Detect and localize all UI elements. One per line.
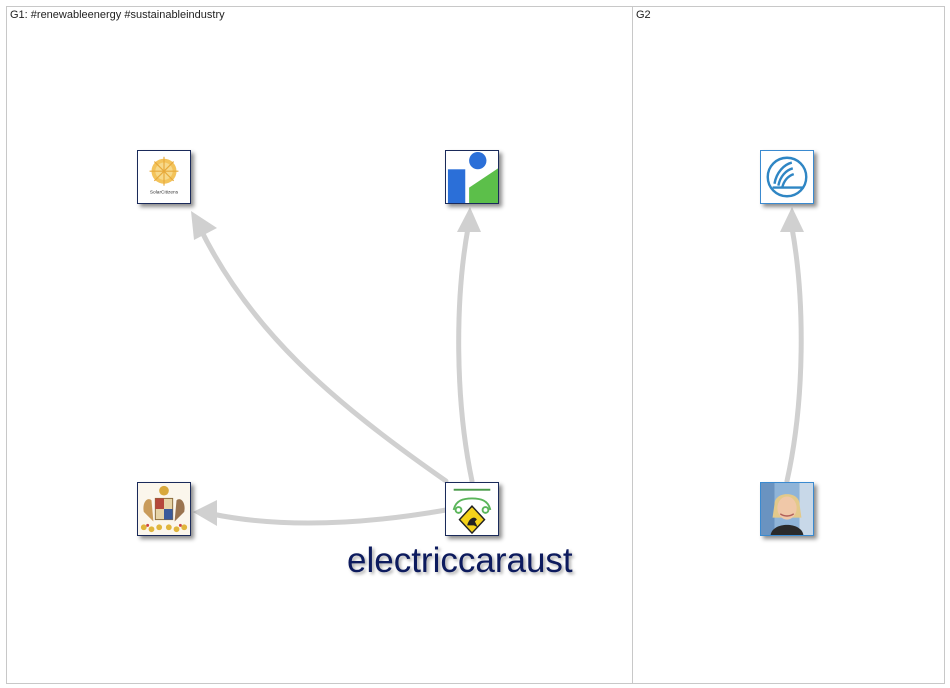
svg-text:SolarCitizens: SolarCitizens xyxy=(150,189,179,195)
node-australian-coat-of-arms[interactable] xyxy=(137,482,191,536)
node-solarcitizens[interactable]: SolarCitizens xyxy=(137,150,191,204)
node-person-photo[interactable] xyxy=(760,482,814,536)
arrowhead-industry xyxy=(457,207,481,232)
person-avatar-icon xyxy=(761,483,813,535)
node-electriccaraust[interactable] xyxy=(445,482,499,536)
group-panel-g1: G1: #renewableenergy #sustainableindustr… xyxy=(6,6,633,684)
blue-green-i-logo-icon xyxy=(446,151,498,203)
node-label-electriccaraust: electriccaraust xyxy=(347,541,573,580)
edge-electriccaraust-coat-of-arms xyxy=(209,507,449,526)
edge-electriccaraust-solarcitizens xyxy=(197,225,449,484)
swan-circle-logo-icon xyxy=(761,151,813,203)
group-title-g2: G2 xyxy=(636,9,651,21)
group-title-g1: G1: #renewableenergy #sustainableindustr… xyxy=(10,9,225,21)
arrowhead-coat-of-arms xyxy=(193,500,217,526)
node-nordic-logo[interactable] xyxy=(760,150,814,204)
edge-person-nordic xyxy=(784,225,804,484)
solar-citizens-logo-icon: SolarCitizens xyxy=(138,151,190,203)
group-panel-g2: G2 xyxy=(632,6,945,684)
arrowhead-nordic xyxy=(780,207,804,232)
coat-of-arms-icon xyxy=(138,483,190,535)
node-industry-logo[interactable] xyxy=(445,150,499,204)
edge-electriccaraust-industry xyxy=(456,225,475,484)
arrowhead-solarcitizens xyxy=(191,211,217,240)
kangaroo-road-sign-icon xyxy=(446,483,498,535)
